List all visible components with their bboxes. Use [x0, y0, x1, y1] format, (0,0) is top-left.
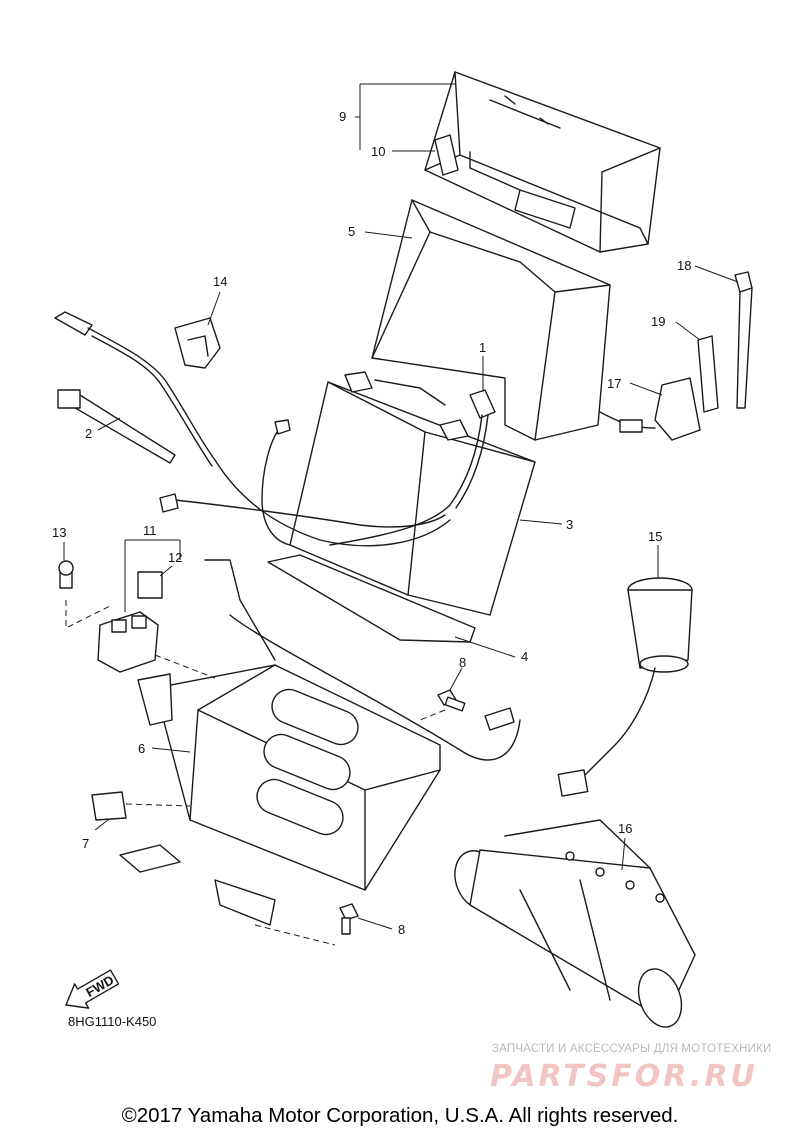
- bolt-part: [339, 689, 466, 935]
- callout-7: 7: [82, 836, 89, 851]
- strip-part: [91, 791, 127, 821]
- relay-part: [58, 560, 163, 673]
- callout-9: 9: [339, 109, 346, 124]
- callout-5: 5: [348, 224, 355, 239]
- callout-6: 6: [138, 741, 145, 756]
- sleeve-part: [454, 819, 696, 1028]
- watermark-caption: ЗАПЧАСТИ И АКСЕССУАРЫ ДЛЯ МОТОТЕХНИКИ: [492, 1043, 772, 1055]
- callout-2: 2: [85, 426, 92, 441]
- callout-8-lower: 8: [398, 922, 405, 937]
- diagram-code: 8HG1110-K450: [68, 1014, 157, 1029]
- callout-1: 1: [479, 340, 486, 355]
- callout-10: 10: [371, 144, 385, 159]
- bracket-part: [119, 559, 521, 926]
- sheet-part: [267, 554, 476, 643]
- callout-4: 4: [521, 649, 528, 664]
- callout-12: 12: [168, 550, 182, 565]
- tape-part: [697, 335, 719, 413]
- callout-18: 18: [677, 258, 691, 273]
- leader-lines: [63, 83, 739, 930]
- callout-16: 16: [618, 821, 632, 836]
- battery-part: [289, 371, 536, 616]
- callout-14: 14: [213, 274, 227, 289]
- callout-11: 11: [143, 523, 157, 538]
- clip-part: [174, 317, 221, 369]
- callout-19: 19: [651, 314, 665, 329]
- callout-17: 17: [607, 376, 621, 391]
- dashed-guides: [65, 600, 446, 946]
- callout-13: 13: [52, 525, 66, 540]
- terminal-lead-part: [329, 389, 496, 546]
- callout-15: 15: [648, 529, 662, 544]
- copyright-notice: ©2017 Yamaha Motor Corporation, U.S.A. A…: [121, 1104, 679, 1127]
- battery-cover-part: [424, 71, 661, 253]
- callout-8-upper: 8: [459, 655, 466, 670]
- socket-part: [557, 577, 693, 797]
- callout-3: 3: [566, 517, 573, 532]
- sensor-part: [599, 377, 701, 441]
- battery-pad-part: [371, 199, 611, 441]
- main-cable-part: [54, 311, 451, 547]
- cable-tie-part: [734, 271, 753, 409]
- fwd-arrow-icon: [65, 969, 120, 1009]
